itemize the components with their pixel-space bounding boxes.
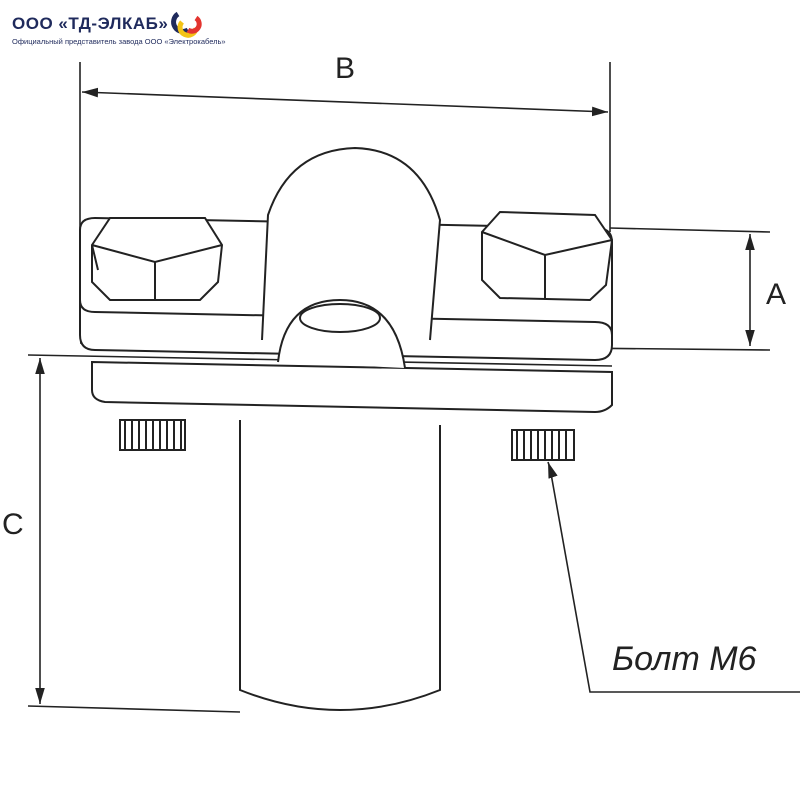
company-name: ООО «ТД-ЭЛКАБ» — [12, 14, 169, 33]
left-bolt-thread — [119, 419, 186, 451]
saddle-dome — [261, 146, 442, 341]
bolt-callout-label: Болт М6 — [612, 640, 757, 678]
left-bolt-head — [91, 217, 224, 301]
company-tagline: Официальный представитель завода ООО «Эл… — [12, 37, 226, 46]
lower-plate — [91, 360, 613, 414]
dimension-b-label: B — [335, 52, 356, 85]
dimension-a-label: A — [766, 278, 787, 311]
right-bolt-head — [481, 210, 614, 302]
clamp-body — [79, 146, 614, 711]
dimension-c-label: C — [2, 508, 24, 541]
logo-mark-icon — [171, 11, 202, 38]
pipe — [239, 420, 441, 711]
right-bolt-thread — [511, 429, 575, 461]
